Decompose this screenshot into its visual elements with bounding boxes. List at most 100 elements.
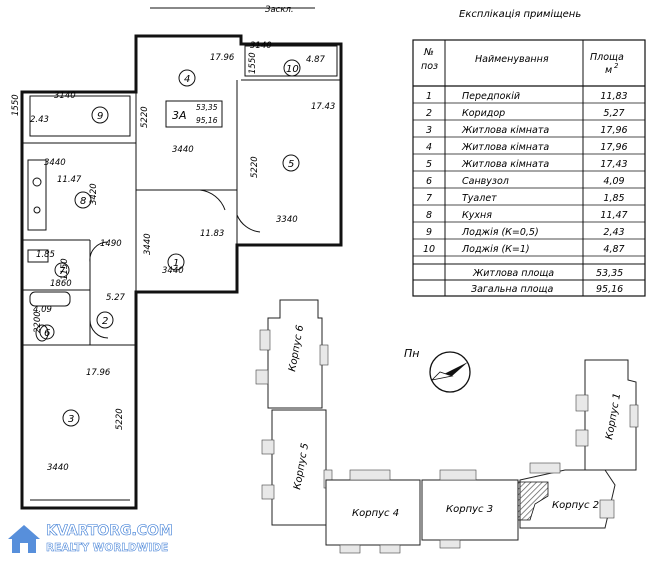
room-9: 9 2.43 <box>30 106 109 125</box>
building-3-label: Корпус 3 <box>446 504 493 515</box>
svg-text:2.43: 2.43 <box>30 115 49 125</box>
svg-text:3: 3 <box>68 414 74 425</box>
row-name: Лоджія (К=0,5) <box>461 227 539 238</box>
dim-1150: 1150 <box>60 258 70 280</box>
table-row: 9 Лоджія (К=0,5) 2,43 <box>426 227 625 238</box>
svg-text:4.09: 4.09 <box>33 305 52 315</box>
svg-text:7: 7 <box>59 266 66 277</box>
room-8: 8 11.47 <box>57 175 92 209</box>
row-area: 5,27 <box>603 108 624 119</box>
header-unit: м <box>605 65 612 76</box>
north-label: Пн <box>404 347 419 360</box>
row-area: 2,43 <box>603 227 624 238</box>
dim-3440-d: 3440 <box>47 463 69 473</box>
header-no-pos: поз <box>421 61 438 72</box>
room-4: 4 17.96 <box>178 53 235 87</box>
row-number: 9 <box>426 227 432 238</box>
total-area-label: Загальна площа <box>471 284 553 295</box>
row-number: 6 <box>426 176 432 187</box>
table-row: 6 Санвузол 4,09 <box>426 176 625 187</box>
row-area: 1,85 <box>603 193 624 204</box>
building-4: Корпус 4 <box>325 469 421 554</box>
row-name: Коридор <box>462 108 505 119</box>
row-name: Туалет <box>462 193 497 204</box>
building-6: Корпус 6 <box>255 299 329 409</box>
row-name: Житлова кімната <box>461 159 549 170</box>
table-row: 1 Передпокій 11,83 <box>426 91 628 102</box>
building-1: Корпус 1 <box>575 359 639 471</box>
row-area: 17,43 <box>600 159 627 170</box>
row-number: 5 <box>426 159 432 170</box>
svg-text:8: 8 <box>80 196 86 207</box>
dim-3440-a: 3440 <box>172 145 194 155</box>
building-5: Корпус 5 <box>261 409 333 526</box>
glazing-label: Заскл. <box>265 5 294 15</box>
header-name: Найменування <box>475 54 549 65</box>
table-row: 7 Туалет 1,85 <box>426 193 625 204</box>
row-area: 11,47 <box>600 210 627 221</box>
row-name: Кухня <box>462 210 492 221</box>
north-arrow: Пн <box>404 347 471 393</box>
living-area-label: Житлова площа <box>472 268 554 279</box>
row-name: Санвузол <box>462 176 509 187</box>
row-number: 3 <box>426 125 432 136</box>
dim-1550-left: 1550 <box>11 94 21 116</box>
total-area-value: 95,16 <box>596 284 623 295</box>
room-10: 10 4.87 <box>283 55 326 77</box>
watermark-line1: KVARTORG.COM <box>46 523 173 539</box>
svg-text:6: 6 <box>44 328 50 339</box>
header-area: Площа <box>590 52 624 63</box>
header-no: № <box>423 47 434 58</box>
room-1: 1 11.83 <box>167 229 224 271</box>
dim-3140-top: 3140 <box>250 41 272 51</box>
table-row: 5 Житлова кімната 17,43 <box>426 159 628 170</box>
room-2: 2 5.27 <box>96 293 126 329</box>
svg-text:11.47: 11.47 <box>57 175 82 185</box>
dim-3440-c: 3440 <box>162 266 184 276</box>
svg-text:5: 5 <box>288 159 294 170</box>
row-name: Житлова кімната <box>461 142 549 153</box>
building-3: Корпус 3 <box>421 469 519 549</box>
svg-text:17.96: 17.96 <box>86 368 111 378</box>
highlighted-apartment <box>517 481 549 521</box>
row-name: Передпокій <box>462 91 520 102</box>
living-area-value: 53,35 <box>596 268 623 279</box>
svg-text:17.96: 17.96 <box>210 53 235 63</box>
dim-3140-left: 3140 <box>54 91 76 101</box>
watermark: KVARTORG.COM REALTY WORLDWIDE <box>6 517 196 557</box>
row-name: Лоджія (К=1) <box>461 244 530 255</box>
row-area: 17,96 <box>600 142 627 153</box>
row-number: 7 <box>426 193 432 204</box>
dim-5220-b: 5220 <box>250 156 260 178</box>
table-row: 2 Коридор 5,27 <box>426 108 625 119</box>
building-4-label: Корпус 4 <box>352 508 399 519</box>
row-area: 4,87 <box>603 244 624 255</box>
svg-text:1.85: 1.85 <box>36 250 55 260</box>
dim-3340: 3340 <box>276 215 298 225</box>
room-7: 7 1.85 <box>36 250 70 278</box>
dim-3440-b: 3440 <box>44 158 66 168</box>
dim-3420: 3420 <box>89 183 99 205</box>
apartment-plan: Заскл. 3140 3140 1550 1550 5220 5220 5 22… <box>11 5 343 510</box>
building-2-label: Корпус 2 <box>552 500 599 511</box>
row-area: 11,83 <box>600 91 627 102</box>
svg-text:11.83: 11.83 <box>200 229 224 239</box>
room-3: 3 17.96 <box>62 368 111 427</box>
svg-text:10: 10 <box>286 64 299 75</box>
row-area: 4,09 <box>603 176 624 187</box>
header-unit-sup: 2 <box>614 62 619 70</box>
dim-1860: 1860 <box>50 279 72 289</box>
dim-2200: 2200 <box>33 311 43 333</box>
dim-1490: 1490 <box>100 239 122 249</box>
row-number: 1 <box>426 91 432 102</box>
svg-text:5.27: 5.27 <box>106 293 126 303</box>
dim-5220-c: 5220 <box>115 408 125 430</box>
row-number: 2 <box>426 108 432 119</box>
table-title: Експлікація приміщень <box>459 8 581 20</box>
row-number: 10 <box>423 244 435 255</box>
svg-text:4: 4 <box>184 74 190 85</box>
dim-1550-right: 1550 <box>248 52 258 74</box>
